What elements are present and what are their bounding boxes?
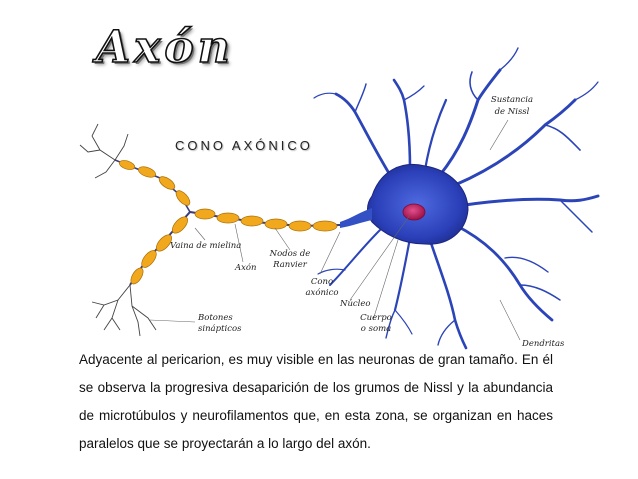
label-sustancia-nissl-1: Sustancia: [491, 95, 533, 105]
label-sustancia-nissl-2: de Nissl: [495, 107, 530, 117]
upper-terminals: [79, 123, 129, 179]
leader-lines: [149, 119, 521, 341]
label-dendritas: Dendritas: [521, 339, 565, 349]
synaptic-terminals: [91, 284, 157, 337]
slide-title: Axón: [95, 22, 234, 73]
myelin-sheath: [118, 160, 338, 285]
dendrites: [313, 47, 600, 350]
axon-hillock: [340, 208, 372, 228]
label-nucleo: Núcleo: [339, 298, 371, 309]
label-nodos-ranvier-2: Ranvier: [272, 260, 308, 270]
label-cono-axonico-1: Cono: [311, 277, 333, 287]
label-botones-sinapticos-2: sinápticos: [198, 323, 242, 334]
diagram-subtitle: CONO AXÓNICO: [175, 138, 313, 153]
nucleus: [402, 203, 426, 221]
label-nodos-ranvier-1: Nodos de: [269, 249, 311, 259]
description-paragraph: Adyacente al pericarion, es muy visible …: [79, 352, 553, 451]
label-cuerpo-soma-2: o soma: [361, 324, 391, 334]
label-botones-sinapticos-1: Botones: [197, 313, 233, 323]
label-cuerpo-soma-1: Cuerpo: [360, 313, 392, 323]
label-cono-axonico-2: axónico: [305, 287, 338, 298]
label-vaina-mielina: Vaina de mielina: [170, 241, 241, 251]
label-axon: Axón: [234, 262, 257, 273]
